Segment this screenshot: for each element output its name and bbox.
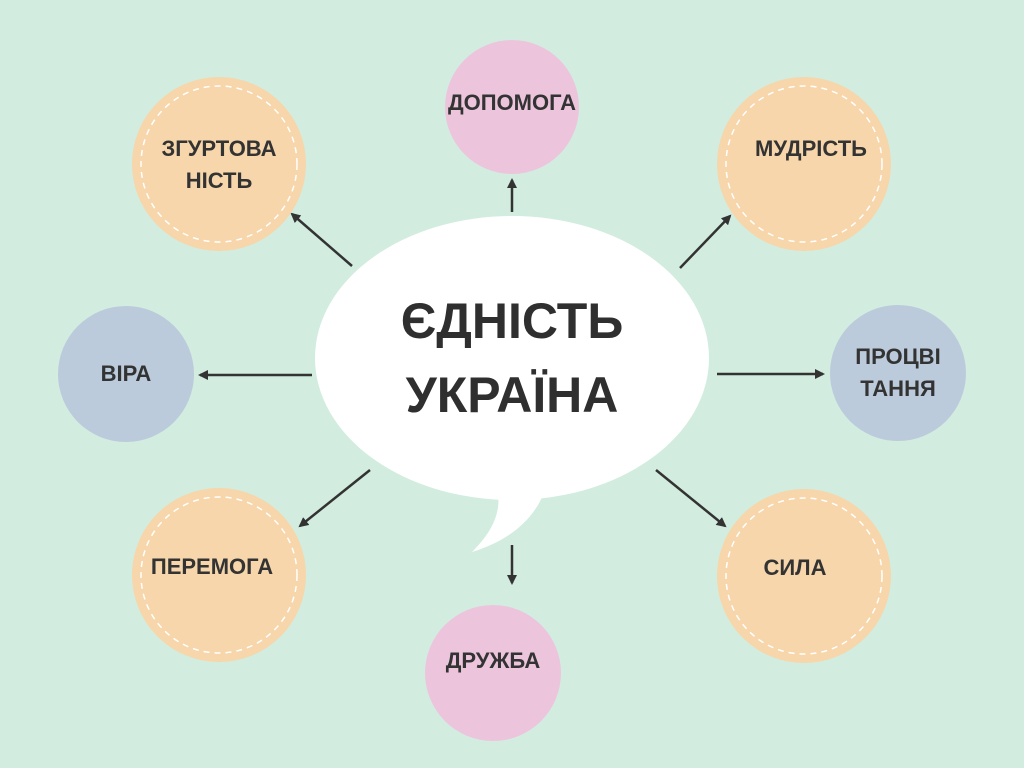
center-title-line-2: УКРАЇНА <box>406 367 619 423</box>
node-label-line-1: МУДРІСТЬ <box>755 136 867 161</box>
arrow-to-mudrist <box>679 214 732 269</box>
arrow-to-syla <box>655 469 727 528</box>
center-title-line-1: ЄДНІСТЬ <box>401 293 624 349</box>
node-label-line-1: ДРУЖБА <box>446 648 541 673</box>
node-peremoha: ПЕРЕМОГА <box>132 488 306 662</box>
node-label-line-2: НІСТЬ <box>186 168 253 193</box>
node-vira: ВІРА <box>58 306 194 442</box>
node-druzhba: ДРУЖБА <box>425 605 561 741</box>
node-label-line-1: ДОПОМОГА <box>448 90 576 115</box>
node-label-line-1: ПРОЦВІ <box>855 344 940 369</box>
node-circle <box>717 77 891 251</box>
center-bubble-tail <box>472 480 548 552</box>
node-circle <box>58 306 194 442</box>
connector-arrows <box>198 178 825 585</box>
node-circle <box>445 40 579 174</box>
node-circle <box>830 305 966 441</box>
node-dashed-ring <box>725 85 883 243</box>
node-dopomoga: ДОПОМОГА <box>445 40 579 174</box>
node-dashed-ring <box>725 497 883 655</box>
node-label-line-1: СИЛА <box>763 555 826 580</box>
arrow-to-hurtovanist <box>290 212 353 267</box>
node-dashed-ring <box>140 496 298 654</box>
node-circle <box>132 77 306 251</box>
node-label-line-1: ПЕРЕМОГА <box>151 554 273 579</box>
node-syla: СИЛА <box>717 489 891 663</box>
node-hurtovanist: ЗГУРТОВА НІСТЬ <box>132 77 306 251</box>
node-mudrist: МУДРІСТЬ <box>717 77 891 251</box>
node-label-line-1: ВІРА <box>101 361 152 386</box>
node-circle <box>425 605 561 741</box>
node-circle <box>132 488 306 662</box>
node-protsvitannia: ПРОЦВІ ТАННЯ <box>830 305 966 441</box>
node-label-line-1: ЗГУРТОВА <box>161 136 276 161</box>
arrow-to-peremoha <box>298 469 371 528</box>
center-speech-bubble: ЄДНІСТЬ УКРАЇНА <box>315 216 709 552</box>
node-label-line-2: ТАННЯ <box>860 376 936 401</box>
node-circle <box>717 489 891 663</box>
node-dashed-ring <box>140 85 298 243</box>
center-bubble-body <box>315 216 709 500</box>
